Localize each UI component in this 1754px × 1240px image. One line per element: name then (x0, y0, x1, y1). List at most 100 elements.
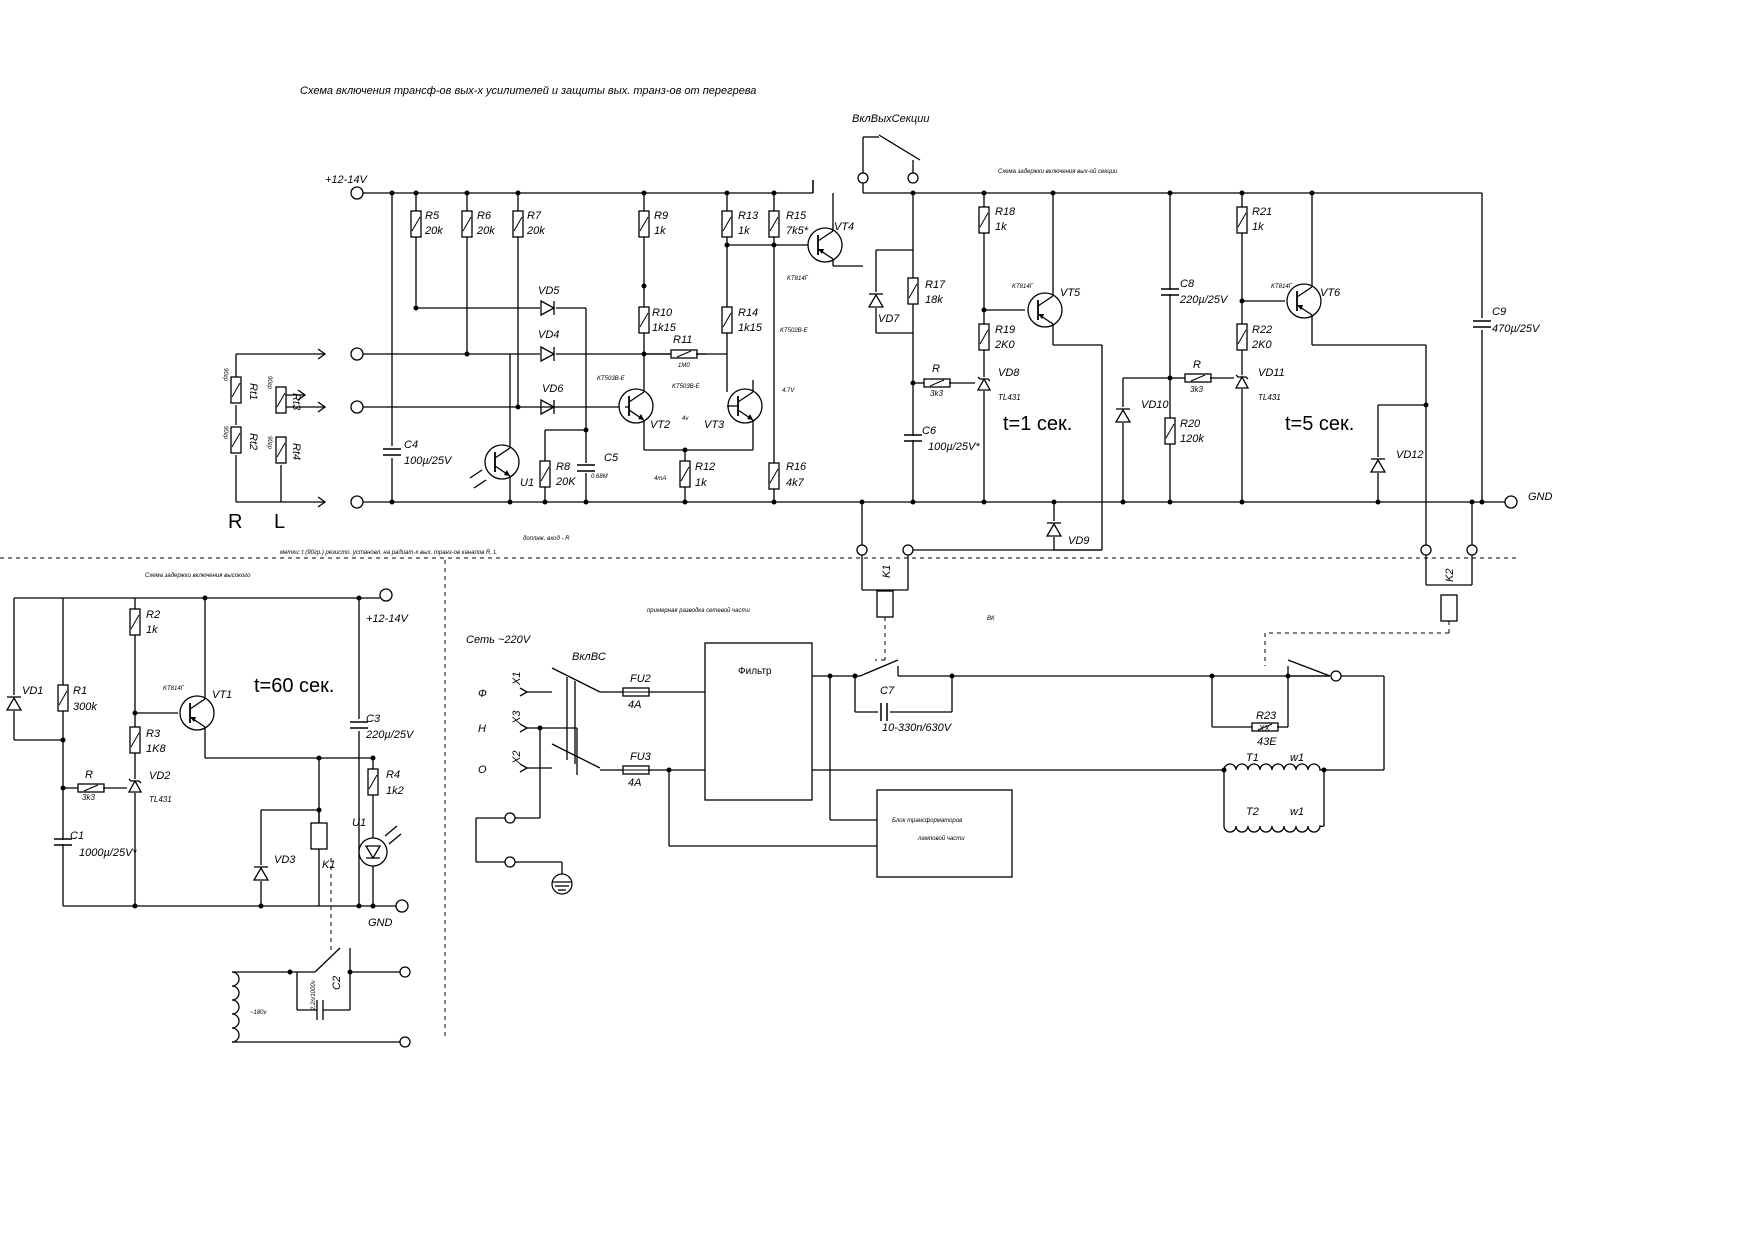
rt3-value: 90гр (266, 376, 272, 390)
thermistor-note: метки: t (90гр.) резисто. установл. на р… (280, 550, 497, 556)
vd2-type: TL431 (149, 795, 172, 804)
r21-value: 1k (1252, 221, 1264, 233)
vd12-label: VD12 (1396, 449, 1424, 461)
filter-block (704, 642, 813, 801)
x1-label: X1 (511, 672, 523, 686)
vd7-label: VD7 (878, 313, 900, 325)
vt5-type: KT814Г (1012, 284, 1034, 290)
vd8-label: VD8 (998, 367, 1020, 379)
vt1-type: KT814Г (163, 686, 185, 692)
r7-label: R7 (527, 210, 542, 222)
r15-label: R15 (786, 210, 807, 222)
r9-label: R9 (654, 210, 668, 222)
vd10-label: VD10 (1141, 399, 1169, 411)
vd8-type: TL431 (998, 393, 1021, 402)
r20-value: 120k (1180, 433, 1204, 445)
rt2-label: Rt2 (247, 433, 259, 450)
delay-output-title: Схема задержки включения вых-ой секции (998, 168, 1118, 175)
k2-label: K2 (1444, 569, 1456, 582)
r17-value: 18k (925, 294, 943, 306)
k1b-label: K1 (322, 859, 335, 871)
thermistor-bank: Rt1 Rt2 90гр 90гр Rt3 Rt4 90гр 90гр R L (222, 348, 327, 533)
gnd-terminal-right (1504, 495, 1518, 509)
vt2-type: KT503B-E (597, 376, 626, 382)
r5-value: 20k (424, 225, 443, 237)
r9-value: 1k (654, 225, 666, 237)
main-title: Схема включения трансф-ов вых-х усилител… (300, 85, 756, 97)
t2-winding: w1 (1290, 806, 1304, 818)
r12-label: R12 (695, 461, 715, 473)
c9-label: C9 (1492, 306, 1506, 318)
r4-label: R4 (386, 769, 400, 781)
r21-label: R21 (1252, 206, 1272, 218)
protection-circuit: +12-14V GND Rt1 Rt (222, 134, 1553, 622)
x3-pin: Н (478, 723, 486, 735)
r2-label: R2 (146, 609, 160, 621)
r13-value: 1k (738, 225, 750, 237)
r16-value: 4k7 (786, 477, 805, 489)
transformer-block (876, 789, 1013, 878)
c5-label: C5 (604, 452, 619, 464)
hv-label: ~180v (250, 1010, 268, 1016)
transformer-label-1: Блок трансформаторов (892, 818, 962, 824)
vt3-label: VT3 (704, 419, 725, 431)
r20-label: R20 (1180, 418, 1201, 430)
r5-label: R5 (425, 210, 440, 222)
mains-circuit: Сеть ~220V Ф Н О X1 X3 X2 ВклВС FU2 4A F… (466, 616, 1385, 895)
c7-value: 10-330n/630V (882, 722, 953, 734)
r8-label: R8 (556, 461, 571, 473)
vt2-label: VT2 (650, 419, 670, 431)
t2-label: T2 (1246, 806, 1259, 818)
c3-label: C3 (366, 713, 381, 725)
channel-l-label: L (274, 511, 285, 533)
c8-label: C8 (1180, 278, 1195, 290)
r15-value: 7k5* (786, 225, 809, 237)
c9-value: 470µ/25V (1492, 323, 1541, 335)
fu3-label: FU3 (630, 751, 652, 763)
gnd-left-label: GND (368, 917, 393, 929)
earth-icon (551, 873, 573, 895)
r8-value: 20K (555, 476, 576, 488)
vt1-label: VT1 (212, 689, 232, 701)
vt6-label: VT6 (1320, 287, 1341, 299)
u1b-label: U1 (352, 817, 366, 829)
t1-winding: w1 (1290, 752, 1304, 764)
delay60-label: t=60 сек. (254, 675, 334, 697)
volt47-note: 4.7V (782, 388, 795, 394)
gnd-terminal-left (350, 495, 364, 509)
output-section-switch (812, 134, 921, 193)
vd11-type: TL431 (1258, 393, 1281, 402)
volt-note: 4v (682, 416, 689, 422)
r18-label: R18 (995, 206, 1016, 218)
hv-winding: ~180v C2 2,2n/1000v (231, 947, 411, 1048)
rb-value: 3k3 (1190, 385, 1203, 394)
r22-label: R22 (1252, 324, 1272, 336)
rt2-value: 90гр (222, 426, 228, 440)
vd3-label: VD3 (274, 854, 296, 866)
ra-label: R (932, 363, 940, 375)
rt1-value: 90гр (222, 368, 228, 382)
u1-led: U1 (352, 817, 402, 867)
rt4-label: Rt4 (290, 443, 302, 460)
x2-pin: О (478, 764, 487, 776)
vt5-label: VT5 (1060, 287, 1081, 299)
transformer-t1: T1 w1 (1223, 752, 1325, 771)
r19-label: R19 (995, 324, 1015, 336)
channel-r-label: R (228, 511, 242, 533)
c1-value: 1000µ/25V* (79, 847, 137, 859)
delay5-label: t=5 сек. (1285, 413, 1354, 435)
r3-value: 1K8 (146, 743, 166, 755)
vd6-label: VD6 (542, 383, 564, 395)
switch-label: ВклВыхСекции (852, 113, 929, 125)
c6-label: C6 (922, 425, 937, 437)
mains-label: Сеть ~220V (466, 634, 532, 646)
r22-value: 2K0 (1251, 339, 1272, 351)
x3-label: X3 (511, 710, 523, 725)
delay-high-title: Схема задержки включения высокого (145, 573, 251, 579)
supply-terminal (350, 186, 364, 200)
r18-value: 1k (995, 221, 1007, 233)
x2-label: X2 (511, 751, 523, 765)
vt4-type: KT814Г (787, 276, 809, 282)
vd1-label: VD1 (22, 685, 43, 697)
